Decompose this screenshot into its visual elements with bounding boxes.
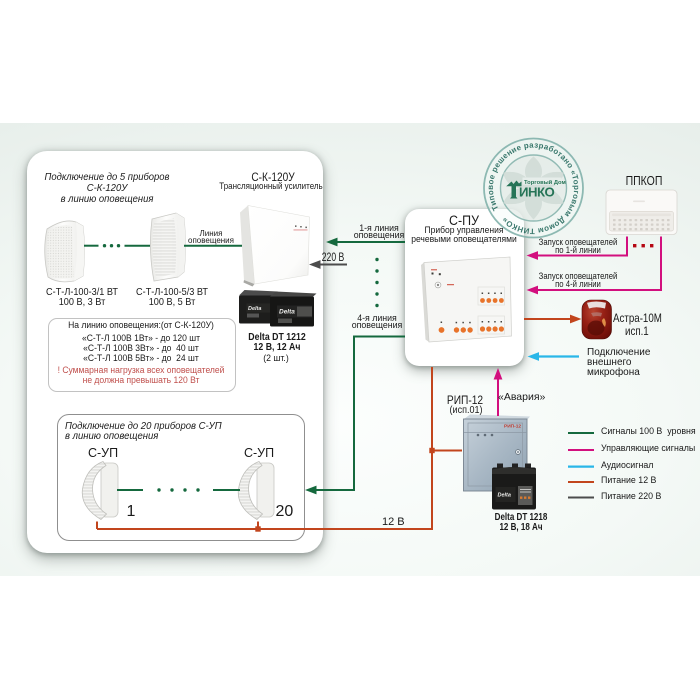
svg-text:Delta: Delta bbox=[248, 306, 261, 312]
svg-text:ИНКО: ИНКО bbox=[519, 184, 555, 199]
svg-text:Торговый Дом: Торговый Дом bbox=[524, 179, 566, 186]
svg-text:Delta: Delta bbox=[279, 309, 295, 316]
svg-text:Delta: Delta bbox=[498, 493, 511, 499]
svg-text:РИП-12: РИП-12 bbox=[504, 424, 521, 430]
